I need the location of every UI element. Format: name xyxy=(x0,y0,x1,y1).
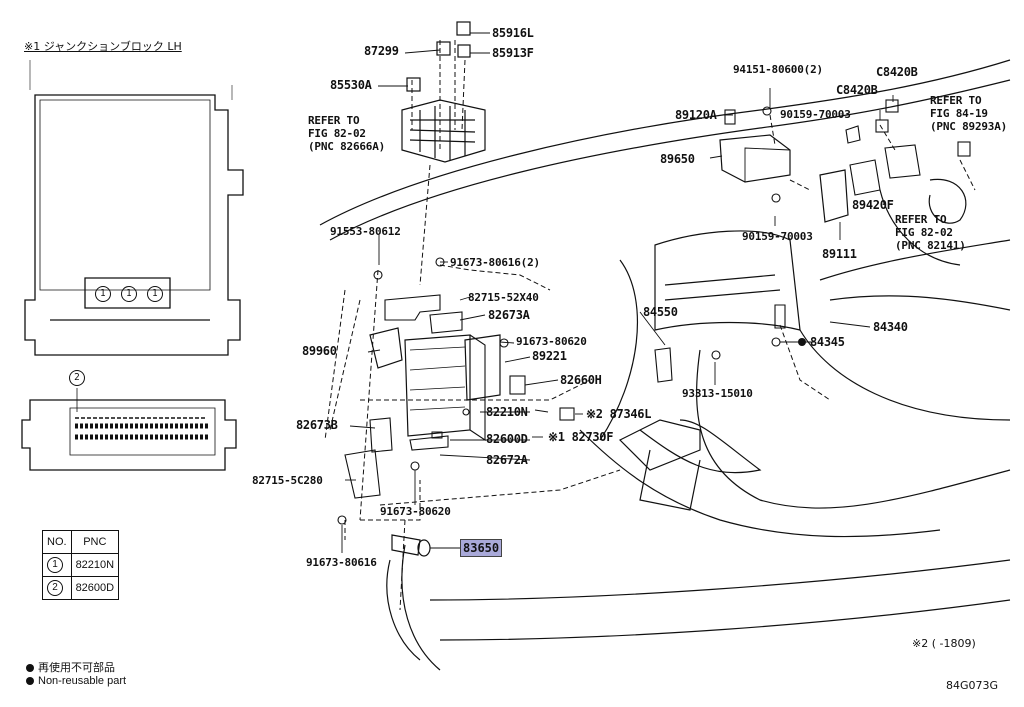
part-label[interactable]: 82660H xyxy=(560,373,602,387)
part-label[interactable]: 82672A xyxy=(486,453,528,467)
part-label[interactable]: ※1 82730F xyxy=(548,430,614,444)
part-label[interactable]: 91673-80616 xyxy=(306,556,377,569)
inset-title: ※1 ジャンクションブロック LH xyxy=(24,40,182,53)
footnote: ※2 ( -1809) xyxy=(912,637,976,650)
refer-note: FIG 82-02 xyxy=(308,127,366,140)
part-label[interactable]: 90159-70003 xyxy=(742,230,813,243)
refer-note: REFER TO xyxy=(895,213,947,226)
part-label[interactable]: 84550 xyxy=(643,305,678,319)
row-pnc: 82210N xyxy=(70,553,120,577)
part-label[interactable]: 82673A xyxy=(488,308,530,322)
table-row: 2 82600D xyxy=(42,576,120,600)
instrument-panel-outline xyxy=(319,59,1011,671)
refer-note: (PNC 89293A) xyxy=(930,120,1008,133)
part-label[interactable]: C8420B xyxy=(836,83,878,97)
part-label[interactable]: 82715-52X40 xyxy=(468,291,539,304)
legend-jp: 再使用不可部品 xyxy=(26,659,115,675)
part-label[interactable]: ※2 87346L xyxy=(586,407,652,421)
circle-1-marker: 1 xyxy=(147,286,163,302)
part-label[interactable]: 82715-5C280 xyxy=(252,474,323,487)
part-label[interactable]: 85916L xyxy=(492,26,534,40)
callout-2: 2 xyxy=(69,370,85,386)
table-row: 1 82210N xyxy=(42,553,120,577)
circle-1-marker: 1 xyxy=(95,286,111,302)
row-number: 2 xyxy=(47,580,63,596)
part-label[interactable]: 85913F xyxy=(492,46,534,60)
part-label[interactable]: 89111 xyxy=(822,247,857,261)
refer-note: (PNC 82666A) xyxy=(308,140,386,153)
pnc-table: NO. PNC 1 82210N 2 82600D xyxy=(42,530,120,600)
junction-block-drawing xyxy=(21,60,244,471)
part-label[interactable]: 89120A xyxy=(675,108,717,122)
refer-note: FIG 82-02 xyxy=(895,226,953,239)
legend-en-text: Non-reusable part xyxy=(38,675,127,687)
part-label[interactable]: 82600D xyxy=(486,432,528,446)
refer-note: FIG 84-19 xyxy=(930,107,988,120)
legend-en: Non-reusable part xyxy=(26,675,126,687)
bullet-icon xyxy=(26,664,34,673)
part-label[interactable]: 89960 xyxy=(302,344,337,358)
table-header-no: NO. xyxy=(42,530,72,554)
legend-jp-text: 再使用不可部品 xyxy=(38,662,115,674)
part-label[interactable]: 84340 xyxy=(873,320,908,334)
row-pnc: 82600D xyxy=(70,576,120,600)
part-label[interactable]: 91553-80612 xyxy=(330,225,401,238)
part-label[interactable]: 82673B xyxy=(296,418,338,432)
figure-code: 84G073G xyxy=(946,679,999,692)
bullet-icon xyxy=(26,677,34,686)
part-label[interactable]: C8420B xyxy=(876,65,918,79)
non-reusable-marker xyxy=(798,338,806,346)
part-label[interactable]: 89221 xyxy=(532,349,567,363)
part-label[interactable]: 87299 xyxy=(364,44,399,58)
part-label[interactable]: 91673-80620 xyxy=(516,335,587,348)
highlighted-part-label[interactable]: 83650 xyxy=(460,539,503,557)
row-number: 1 xyxy=(47,557,63,573)
part-label[interactable]: 89650 xyxy=(660,152,695,166)
refer-note: REFER TO xyxy=(308,114,360,127)
part-label[interactable]: 91673-80620 xyxy=(380,505,451,518)
refer-note: (PNC 82141) xyxy=(895,239,966,252)
part-label[interactable]: 94151-80600(2) xyxy=(733,63,823,76)
part-label[interactable]: 91673-80616(2) xyxy=(450,256,540,269)
refer-note: REFER TO xyxy=(930,94,982,107)
part-label[interactable]: 89420F xyxy=(852,198,894,212)
part-label[interactable]: 85530A xyxy=(330,78,372,92)
inset-fuse-row: 1 1 1 xyxy=(90,286,168,302)
part-label[interactable]: 90159-70003 xyxy=(780,108,851,121)
part-label[interactable]: 93313-15010 xyxy=(682,387,753,400)
table-header-pnc: PNC xyxy=(70,530,120,554)
part-label[interactable]: 84345 xyxy=(810,335,845,349)
circle-1-marker: 1 xyxy=(121,286,137,302)
part-label[interactable]: 82210N xyxy=(486,405,528,419)
